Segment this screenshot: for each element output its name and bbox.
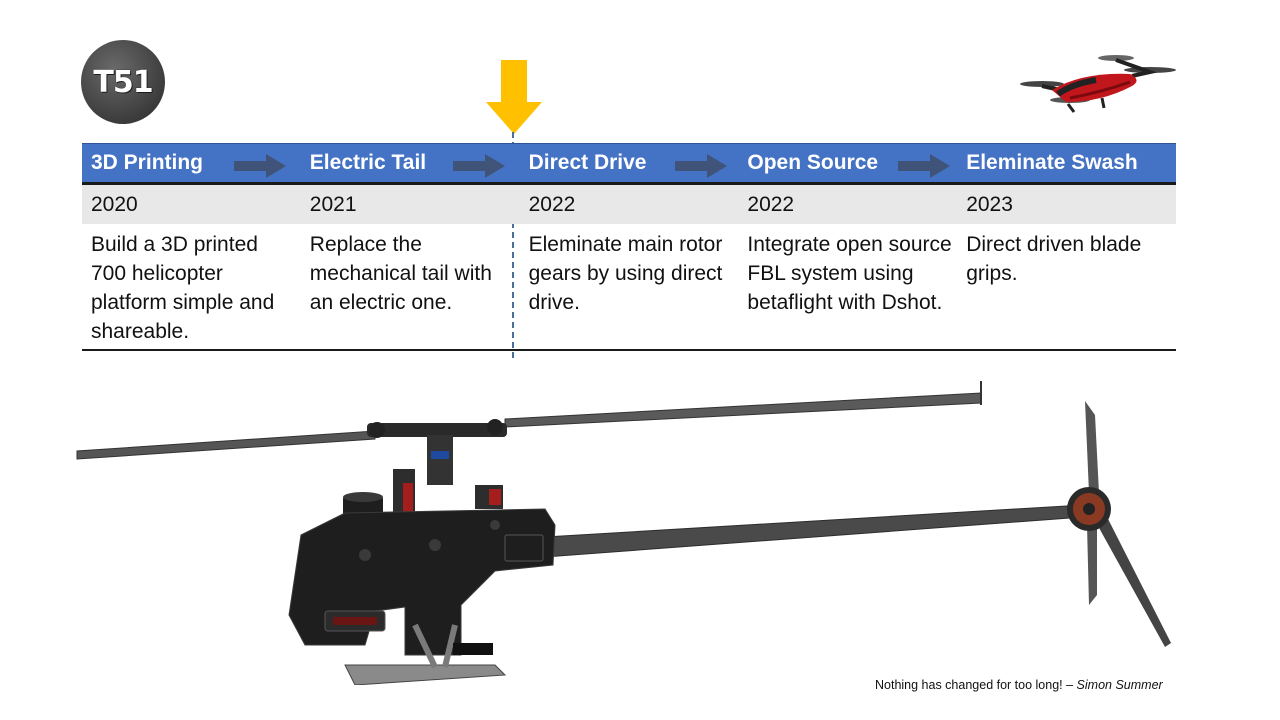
quote: Nothing has changed for too long! – Simo… — [875, 678, 1163, 692]
stage-title: Electric Tail — [301, 144, 520, 182]
timeline-description-row: Build a 3D printed 700 helicopter platfo… — [82, 224, 1176, 351]
stage-title: Direct Drive — [520, 144, 739, 182]
current-stage-marker-icon — [486, 60, 542, 134]
stage-description: Replace the mechanical tail with an elec… — [309, 233, 492, 314]
current-stage-divider — [512, 132, 514, 358]
timeline-header-row: 3D Printing Electric Tail Direct Drive O… — [82, 143, 1176, 185]
timeline-year-row: 2020 2021 2022 2022 2023 — [82, 185, 1176, 224]
stage-year: 2021 — [309, 193, 357, 216]
timeline-table: 3D Printing Electric Tail Direct Drive O… — [82, 143, 1176, 351]
stage-title-text: Open Source — [747, 151, 879, 174]
stage-title: Eleminate Swash — [957, 144, 1176, 182]
stage-year: 2023 — [966, 193, 1013, 216]
t51-logo: T51 — [81, 40, 165, 124]
stage-title: Open Source — [738, 144, 957, 182]
stage-title-text: 3D Printing — [91, 151, 204, 174]
stage-title-text: Eleminate Swash — [966, 151, 1138, 174]
stage-description: Direct driven blade grips. — [966, 233, 1142, 285]
drone-image — [1020, 55, 1176, 113]
helicopter-render-image — [76, 381, 1171, 685]
right-arrow-icon — [452, 154, 505, 178]
stage-year: 2022 — [747, 193, 795, 216]
stage-title-text: Electric Tail — [309, 151, 427, 174]
stage-description: Eleminate main rotor gears by using dire… — [528, 233, 723, 314]
quote-text: Nothing has changed for too long! – — [875, 678, 1077, 692]
stage-description: Integrate open source FBL system using b… — [747, 233, 952, 314]
stage-description: Build a 3D printed 700 helicopter platfo… — [91, 233, 275, 343]
stage-title-text: Direct Drive — [528, 151, 647, 174]
stage-title: 3D Printing — [82, 144, 301, 182]
quote-author: Simon Summer — [1076, 678, 1163, 692]
logo-text: T51 — [93, 64, 153, 100]
right-arrow-icon — [234, 154, 286, 178]
right-arrow-icon — [898, 154, 951, 178]
right-arrow-icon — [674, 154, 727, 178]
stage-year: 2022 — [528, 193, 576, 216]
stage-year: 2020 — [91, 193, 138, 216]
